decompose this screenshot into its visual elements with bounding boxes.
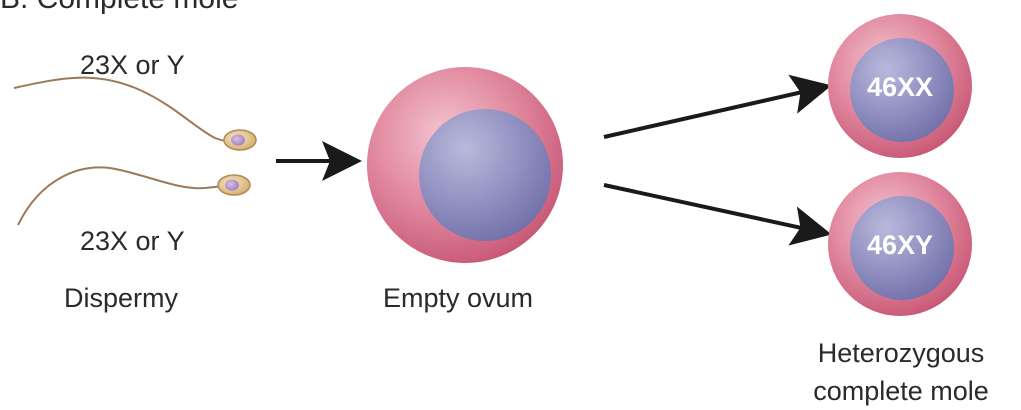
cell-46xy-label: 46XY — [867, 230, 933, 260]
result-caption-line1: Heterozygous — [781, 334, 1021, 372]
result-cell-46xy: 46XY — [828, 172, 972, 316]
sperm-bottom-nucleus — [225, 180, 239, 191]
sperm-bottom — [18, 167, 250, 225]
empty-ovum — [367, 67, 563, 263]
empty-ovum-label: Empty ovum — [383, 283, 533, 314]
sperm-top-nucleus — [231, 135, 245, 146]
sperm-bottom-tail — [18, 167, 234, 225]
cell-46xx-label: 46XX — [867, 72, 933, 102]
panel-title: B. Complete mole — [0, 0, 238, 16]
sperm-bottom-label: 23X or Y — [80, 226, 185, 257]
arrow-to-46xx — [604, 88, 820, 137]
result-caption-line2: complete mole — [781, 372, 1021, 410]
ovum-nucleus — [419, 109, 551, 241]
sperm-top-label: 23X or Y — [80, 50, 185, 81]
sperm-top — [14, 78, 256, 150]
arrow-to-46xy — [604, 185, 820, 232]
sperm-top-tail — [14, 78, 240, 142]
result-cell-46xx: 46XX — [828, 14, 972, 158]
dispermy-label: Dispermy — [64, 283, 178, 314]
